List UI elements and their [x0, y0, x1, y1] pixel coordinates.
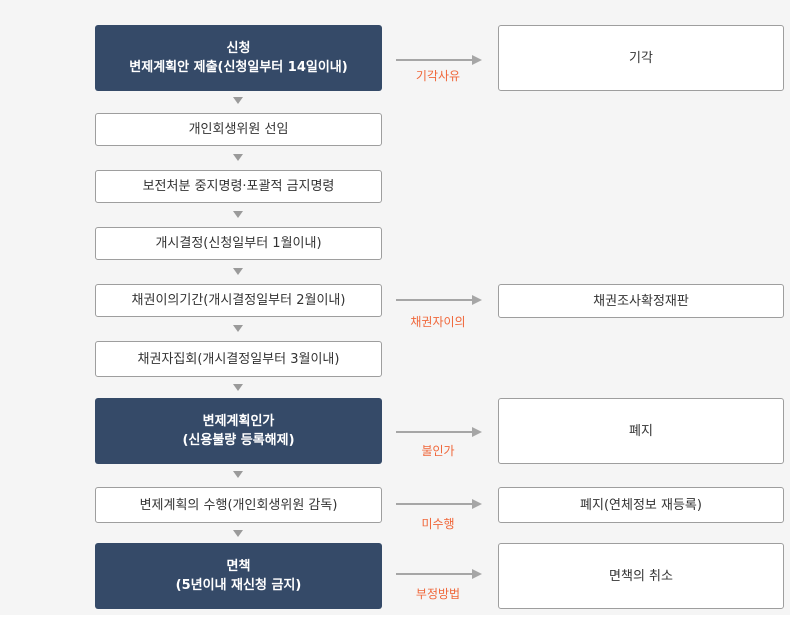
- down-arrow: [233, 530, 243, 537]
- right-arrow: [396, 499, 482, 509]
- down-arrow: [233, 471, 243, 478]
- down-arrow: [233, 211, 243, 218]
- result-abolish-label: 폐지: [629, 423, 653, 439]
- step-approval-title: 변제계획인가: [202, 414, 275, 429]
- step-trustee: 개인회생위원 선임: [95, 113, 382, 146]
- down-arrow: [233, 154, 243, 161]
- result-abolish-reregister: 폐지(연체정보 재등록): [498, 487, 784, 523]
- step-creditors-meeting-label: 채권자집회(개시결정일부터 3월이내): [137, 351, 340, 367]
- step-commence-label: 개시결정(신청일부터 1월이내): [155, 236, 322, 251]
- step-objection: 채권이의기간(개시결정일부터 2월이내): [95, 284, 382, 317]
- step-approval: 변제계획인가 (신용불량 등록해제): [95, 398, 382, 464]
- result-claims-label: 채권조사확정재판: [593, 293, 689, 309]
- step-discharge-title: 면책: [226, 559, 251, 574]
- result-abolish: 폐지: [498, 398, 784, 464]
- down-arrow: [233, 97, 243, 104]
- step-preserve-label: 보전처분 중지명령·포괄적 금지명령: [142, 179, 335, 194]
- result-reject-label: 기각: [629, 50, 653, 66]
- branch-label-fraud: 부정방법: [415, 587, 461, 601]
- step-commence: 개시결정(신청일부터 1월이내): [95, 227, 382, 260]
- step-perform: 변제계획의 수행(개인회생위원 감독): [95, 487, 382, 523]
- right-arrow: [396, 569, 482, 579]
- branch-label-reject: 기각사유: [415, 69, 461, 83]
- step-discharge: 면책 (5년이내 재신청 금지): [95, 543, 382, 609]
- step-creditors-meeting: 채권자집회(개시결정일부터 3월이내): [95, 341, 382, 377]
- right-arrow: [396, 427, 482, 437]
- right-arrow: [396, 55, 482, 65]
- step-apply: 신청 변제계획안 제출(신청일부터 14일이내): [95, 25, 382, 91]
- result-cancel: 면책의 취소: [498, 543, 784, 609]
- branch-label-claims: 채권자이의: [410, 315, 466, 329]
- step-preserve: 보전처분 중지명령·포괄적 금지명령: [95, 170, 382, 203]
- down-arrow: [233, 384, 243, 391]
- step-approval-detail: (신용불량 등록해제): [182, 433, 295, 448]
- result-cancel-label: 면책의 취소: [609, 568, 673, 584]
- step-objection-label: 채권이의기간(개시결정일부터 2월이내): [131, 293, 346, 308]
- right-arrow: [396, 295, 482, 305]
- branch-label-nonperformance: 미수행: [421, 517, 455, 531]
- down-arrow: [233, 325, 243, 332]
- step-trustee-label: 개인회생위원 선임: [188, 122, 289, 137]
- step-apply-title: 신청: [226, 41, 251, 56]
- result-abolish-reregister-label: 폐지(연체정보 재등록): [580, 497, 702, 513]
- result-reject: 기각: [498, 25, 784, 91]
- step-perform-label: 변제계획의 수행(개인회생위원 감독): [139, 497, 338, 513]
- down-arrow: [233, 268, 243, 275]
- step-apply-detail: 변제계획안 제출(신청일부터 14일이내): [129, 60, 348, 75]
- step-discharge-detail: (5년이내 재신청 금지): [175, 578, 302, 593]
- result-claims: 채권조사확정재판: [498, 284, 784, 318]
- branch-label-abolish: 불인가: [421, 444, 455, 458]
